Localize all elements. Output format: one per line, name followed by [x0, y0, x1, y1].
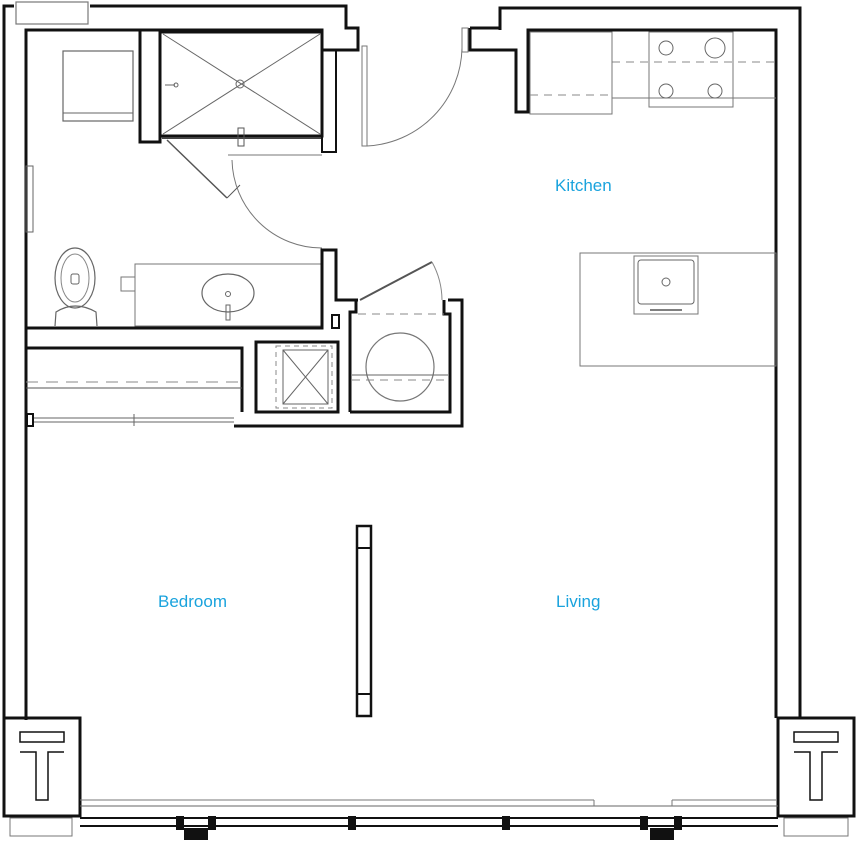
structural-columns	[2, 716, 856, 818]
bathroom	[25, 28, 358, 330]
room-label-kitchen: Kitchen	[555, 176, 612, 195]
room-label-living: Living	[556, 592, 601, 611]
mechanical-closet	[254, 340, 340, 414]
closet	[26, 298, 464, 428]
refrigerator	[529, 31, 613, 115]
room-label-bedroom: Bedroom	[158, 592, 227, 611]
vanity-counter	[134, 263, 323, 327]
kitchen	[529, 31, 777, 367]
windows	[9, 799, 849, 840]
bathroom-sink-icon	[201, 273, 255, 313]
entry-door	[361, 27, 469, 147]
bath-wall-stub	[138, 28, 162, 144]
cooktop-icon	[648, 31, 734, 108]
laundry-door	[359, 261, 433, 301]
island-sink-icon	[633, 255, 699, 315]
bathroom-door-swing	[231, 159, 323, 249]
exterior-walls	[2, 4, 802, 720]
laundry-closet	[348, 261, 452, 414]
washer-dryer-icon	[365, 332, 435, 402]
window-top-left	[15, 1, 89, 25]
partition-wall	[355, 524, 373, 718]
toilet-icon	[54, 247, 98, 327]
storage-cabinet	[62, 50, 134, 122]
shower-drain-icon	[235, 79, 245, 89]
kitchen-island	[579, 252, 777, 367]
